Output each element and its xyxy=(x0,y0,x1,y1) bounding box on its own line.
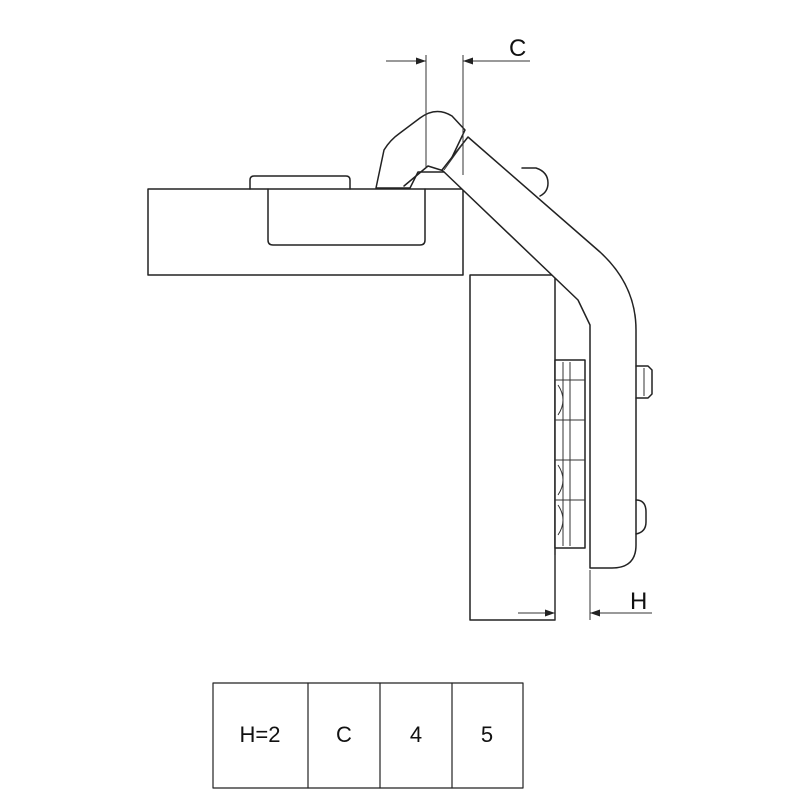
dimension-c-label: C xyxy=(509,35,526,62)
table-cell-4: 4 xyxy=(410,722,422,747)
dimension-c: C xyxy=(386,35,530,175)
table-cell-c: C xyxy=(336,722,352,747)
door-panel xyxy=(469,274,556,621)
dimension-h-label: H xyxy=(630,588,647,615)
hinge-arm xyxy=(375,110,653,569)
cabinet-panel xyxy=(147,175,464,276)
spec-table: H=2 C 4 5 xyxy=(212,682,524,789)
table-cell-h: H=2 xyxy=(240,722,281,747)
table-cell-5: 5 xyxy=(481,722,493,747)
dimension-h: H xyxy=(518,555,652,620)
hinge-cup xyxy=(554,359,586,549)
